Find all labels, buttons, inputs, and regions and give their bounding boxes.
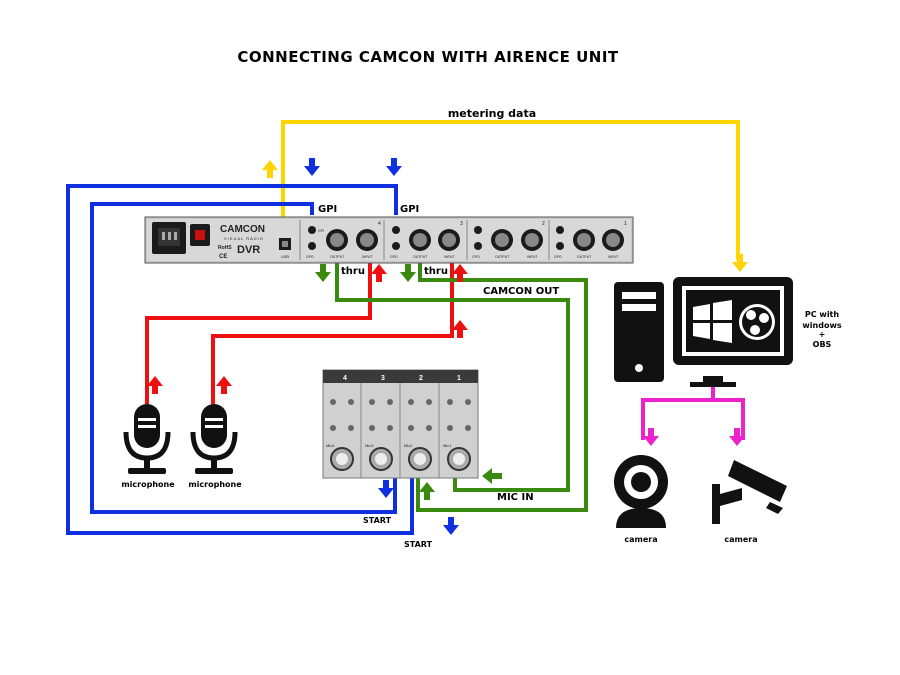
airence-mic4-label: Mic4: [326, 443, 335, 448]
label-microphone-left: microphone: [121, 480, 175, 489]
label-camera-right: camera: [724, 535, 757, 544]
cable-camera-right: [713, 398, 745, 440]
camcon-ch1-output-label: OUTPUT: [577, 255, 592, 259]
airence-strip-2: Mic2: [404, 399, 432, 471]
arrow-thru-up-left: [371, 264, 387, 282]
label-start-lower: START: [404, 540, 433, 549]
airence-ch4-number: 4: [343, 375, 347, 382]
camcon-channel-4: GPI GPO OUTPUT INPUT 4: [299, 220, 381, 260]
usb-label: USB: [281, 254, 290, 259]
camcon-unit: CAMCON VISUAL RADIO RoHS CE DVR USB GPI …: [144, 216, 634, 264]
cable-camcon-out-left: [335, 262, 570, 492]
label-gpi-right: GPI: [400, 204, 419, 215]
arrow-camera-left: [643, 428, 659, 446]
pc-tower-icon: [614, 282, 664, 382]
camcon-ch3-input-label: INPUT: [444, 255, 455, 259]
camcon-ch1-number: 1: [624, 221, 627, 227]
arrow-metering-up: [262, 160, 278, 178]
label-pc-line4: OBS: [813, 340, 832, 349]
label-pc-line2: windows: [802, 321, 841, 330]
camcon-ch3-number: 3: [460, 221, 463, 227]
camcon-ch4-gpi-label: GPI: [318, 229, 324, 233]
camcon-ch2-input-label: INPUT: [527, 255, 538, 259]
obs-logo-icon: [739, 304, 775, 340]
airence-mic1-label: Mic1: [443, 443, 452, 448]
camcon-ch4-input-label: INPUT: [362, 255, 373, 259]
camcon-channel-1: GPO OUTPUT INPUT 1: [548, 220, 627, 260]
airence-strip-1: Mic1: [443, 399, 471, 471]
arrow-mic-up-left: [147, 376, 163, 394]
label-thru-right: thru: [424, 266, 448, 277]
camcon-ch1-input-label: INPUT: [608, 255, 619, 259]
airence-strip-4: Mic4: [326, 399, 354, 471]
camcon-rohs: RoHS: [218, 245, 232, 251]
arrow-gpi-down-left: [304, 158, 320, 176]
security-camera-icon: [712, 460, 787, 524]
cable-camera-split: [641, 384, 715, 440]
camcon-ch3-output-label: OUTPUT: [413, 255, 428, 259]
windows-logo-icon: [693, 300, 732, 343]
camcon-ch2-output-label: OUTPUT: [495, 255, 510, 259]
airence-ch1-number: 1: [457, 375, 461, 382]
camcon-ch1-gpo-label: GPO: [554, 255, 562, 259]
label-microphone-right: microphone: [188, 480, 242, 489]
cable-mic-left: [145, 262, 372, 404]
arrow-red-up-mid: [452, 320, 468, 338]
airence-strip-3: Mic3: [365, 399, 393, 471]
label-pc-line3: +: [819, 330, 826, 339]
camcon-ce: CE: [219, 254, 227, 260]
arrow-mic-up-right: [216, 376, 232, 394]
pc-monitor-icon: [673, 277, 793, 387]
camcon-sub: VISUAL RADIO: [224, 236, 264, 241]
arrow-gpi-down-right: [386, 158, 402, 176]
camcon-channel-3: GPO OUTPUT INPUT 3: [383, 220, 463, 260]
arrow-start-down-upper: [378, 480, 394, 498]
airence-unit: 4 3 2 1 Mic4 Mic3: [322, 369, 479, 479]
camcon-ch4-number: 4: [378, 221, 381, 227]
arrow-thru-up-right: [452, 264, 468, 282]
camcon-ch4-output-label: OUTPUT: [330, 255, 345, 259]
camcon-logo: DVR: [237, 244, 260, 256]
camcon-channel-2: GPO OUTPUT INPUT 2: [466, 220, 545, 260]
label-camcon-out: CAMCON OUT: [483, 286, 559, 297]
usb-port: USB: [279, 238, 291, 259]
label-camera-left: camera: [624, 535, 657, 544]
camcon-ch3-gpo-label: GPO: [390, 255, 398, 259]
label-gpi-left: GPI: [318, 204, 337, 215]
power-socket: [152, 222, 210, 254]
airence-ch3-number: 3: [381, 375, 385, 382]
label-pc-line1: PC with: [805, 310, 839, 319]
camcon-ch4-gpo-label: GPO: [306, 255, 314, 259]
cable-camcon-out-right: [416, 262, 588, 512]
arrow-mic-in-left: [482, 468, 502, 484]
arrow-metering-down: [732, 254, 748, 272]
microphone-icon-right: [190, 404, 238, 474]
arrow-green-up: [419, 482, 435, 500]
airence-mic3-label: Mic3: [365, 443, 374, 448]
arrow-camera-right: [729, 428, 745, 446]
label-mic-in: MIC IN: [497, 492, 534, 503]
webcam-icon: [614, 455, 668, 528]
diagram-title: CONNECTING CAMCON WITH AIRENCE UNIT: [237, 48, 619, 66]
microphone-icon-left: [123, 404, 171, 474]
label-thru-left: thru: [341, 266, 365, 277]
camcon-brand: CAMCON: [220, 224, 265, 235]
camcon-ch2-gpo-label: GPO: [472, 255, 480, 259]
airence-ch2-number: 2: [419, 375, 423, 382]
arrow-thru-down-right: [400, 264, 416, 282]
airence-mic2-label: Mic2: [404, 443, 413, 448]
camcon-ch2-number: 2: [542, 221, 545, 227]
label-metering-data: metering data: [448, 107, 536, 120]
cable-metering-data: [281, 120, 740, 260]
arrow-start-down-lower: [443, 517, 459, 535]
arrow-thru-down-left: [315, 264, 331, 282]
label-start-upper: START: [363, 516, 392, 525]
